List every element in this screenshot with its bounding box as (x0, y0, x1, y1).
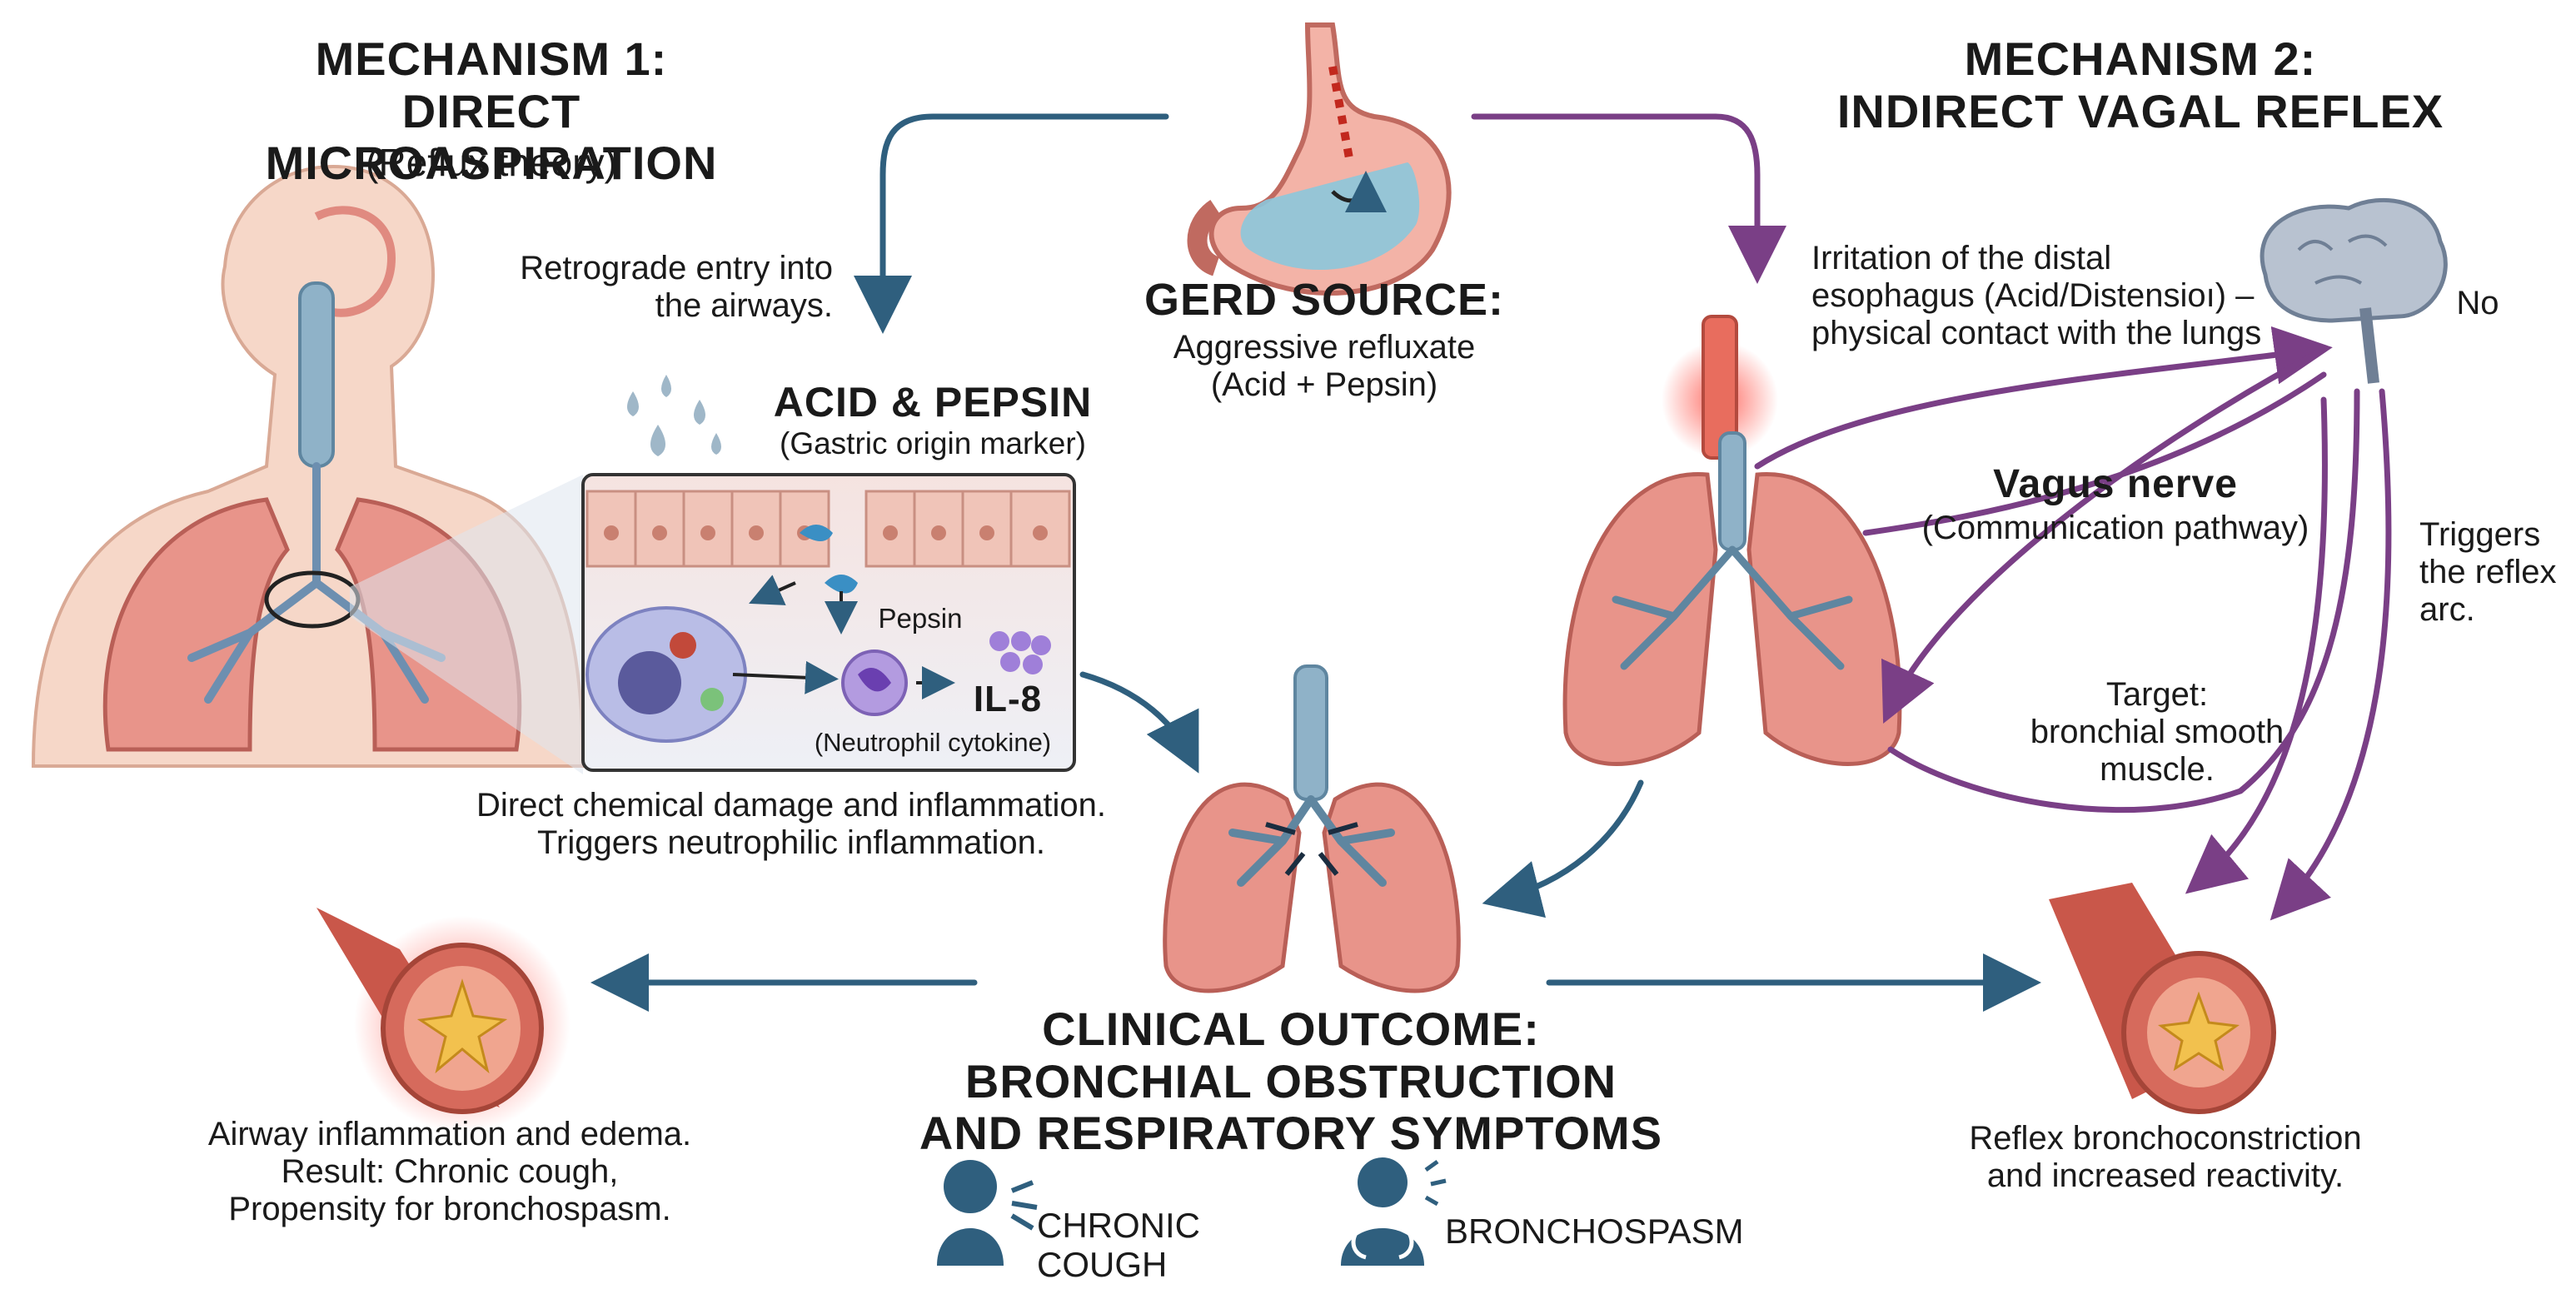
vagus-nerve-title: Vagus nerve (1993, 462, 2238, 506)
airway-line2: Result: Chronic cough, (281, 1152, 619, 1190)
symptom-chronic-cough: CHRONIC COUGH (1037, 1206, 1200, 1285)
mechanism-1-heading: MECHANISM 1: DIRECT MICROASPIRATION (183, 32, 800, 190)
target-line1: Target: (2105, 676, 2209, 713)
flow-arrows (590, 113, 2392, 1012)
acid-droplets-icon (627, 375, 721, 456)
airway-inflammation-text: Airway inflammation and edema. Result: C… (150, 1116, 750, 1227)
mechanism-1-heading-line1: MECHANISM 1: (315, 32, 668, 85)
damage-line2: Triggers neutrophilic inflammation. (537, 824, 1045, 861)
acid-pepsin-title: ACID & PEPSIN (773, 379, 1093, 426)
retrograde-entry-text: Retrograde entry into the airways. (433, 250, 833, 325)
stomach-illustration (1187, 22, 1452, 296)
airway-line3: Propensity for bronchospasm. (228, 1190, 671, 1227)
irritation-line1: Irritation of the distal (1811, 240, 2112, 276)
brain-icon (2260, 197, 2448, 384)
triggers-reflex-text: Triggers the reflex arc. (2419, 516, 2565, 628)
inflamed-airway-icon (316, 908, 571, 1132)
mechanism-1-subheading: (Reflux theory) (366, 141, 617, 184)
retrograde-line2: the airways. (655, 286, 833, 324)
target-line2: bronchial smooth (2030, 713, 2285, 750)
gerd-line2: (Acid + Pepsin) (1210, 366, 1438, 403)
irritation-text: Irritation of the distal esophagus (Acid… (1811, 240, 2294, 351)
bronchospasm-icon (1341, 1157, 1447, 1266)
target-line3: muscle. (2100, 750, 2215, 788)
mechanism-2-heading-line2: INDIRECT VAGAL REFLEX (1836, 84, 2444, 137)
il8-label: IL-8 (973, 679, 1043, 719)
center-lungs-illustration (1163, 664, 1461, 993)
retrograde-line1: Retrograde entry into (520, 250, 833, 286)
mechanism-1-heading-line2: DIRECT MICROASPIRATION (265, 84, 718, 190)
outcome-line1: CLINICAL OUTCOME: (1042, 1003, 1540, 1055)
neutrophil-cytokine-label: (Neutrophil cytokine) (814, 728, 1052, 757)
irritation-line2: esophagus (Acid/Distensioı) – (1811, 276, 2255, 314)
chemical-damage-text: Direct chemical damage and inflammation.… (433, 787, 1149, 862)
triggers-line3: arc. (2419, 590, 2475, 628)
outcome-line2: BRONCHIAL OBSTRUCTION (964, 1054, 1617, 1107)
right-lungs-illustration (1562, 315, 1902, 766)
reflex-line1: Reflex bronchoconstriction (1969, 1120, 2362, 1157)
triggers-line1: Triggers (2419, 516, 2541, 553)
pepsin-label: Pepsin (878, 603, 963, 634)
reflex-line2: and increased reactivity. (1986, 1157, 2344, 1194)
epithelium-inset (581, 473, 1076, 772)
no-label: No (2456, 285, 2499, 321)
mechanism-2-heading: MECHANISM 2: INDIRECT VAGAL REFLEX (1832, 32, 2449, 137)
constricted-airway-icon (2049, 883, 2276, 1114)
vagus-nerve-subtitle: (Communication pathway) (1921, 510, 2309, 546)
gerd-source-title: GERD SOURCE: (1144, 275, 1505, 325)
gerd-line1: Aggressive refluxate (1173, 329, 1476, 366)
airway-line1: Airway inflammation and edema. (207, 1116, 692, 1152)
gerd-source-description: Aggressive refluxate (Acid + Pepsin) (1116, 329, 1532, 404)
damage-line1: Direct chemical damage and inflammation. (476, 787, 1106, 824)
outcome-line3: AND RESPIRATORY SYMPTOMS (919, 1107, 1663, 1160)
torso-illustration (31, 164, 585, 774)
clinical-outcome-heading: CLINICAL OUTCOME: BRONCHIAL OBSTRUCTION … (916, 1003, 1666, 1160)
irritation-line3: physical contact with the lungs (1811, 314, 2262, 351)
acid-pepsin-subtitle: (Gastric origin marker) (780, 426, 1086, 460)
triggers-line2: the reflex (2419, 553, 2557, 590)
reflex-bronchoconstriction-text: Reflex bronchoconstriction and increased… (1907, 1120, 2424, 1195)
symptom-bronchospasm: BRONCHOSPASM (1445, 1212, 1744, 1251)
mechanism-2-heading-line1: MECHANISM 2: (1964, 32, 2317, 85)
target-text: Target: bronchial smooth muscle. (1982, 676, 2332, 788)
cough-icon (937, 1160, 1038, 1266)
